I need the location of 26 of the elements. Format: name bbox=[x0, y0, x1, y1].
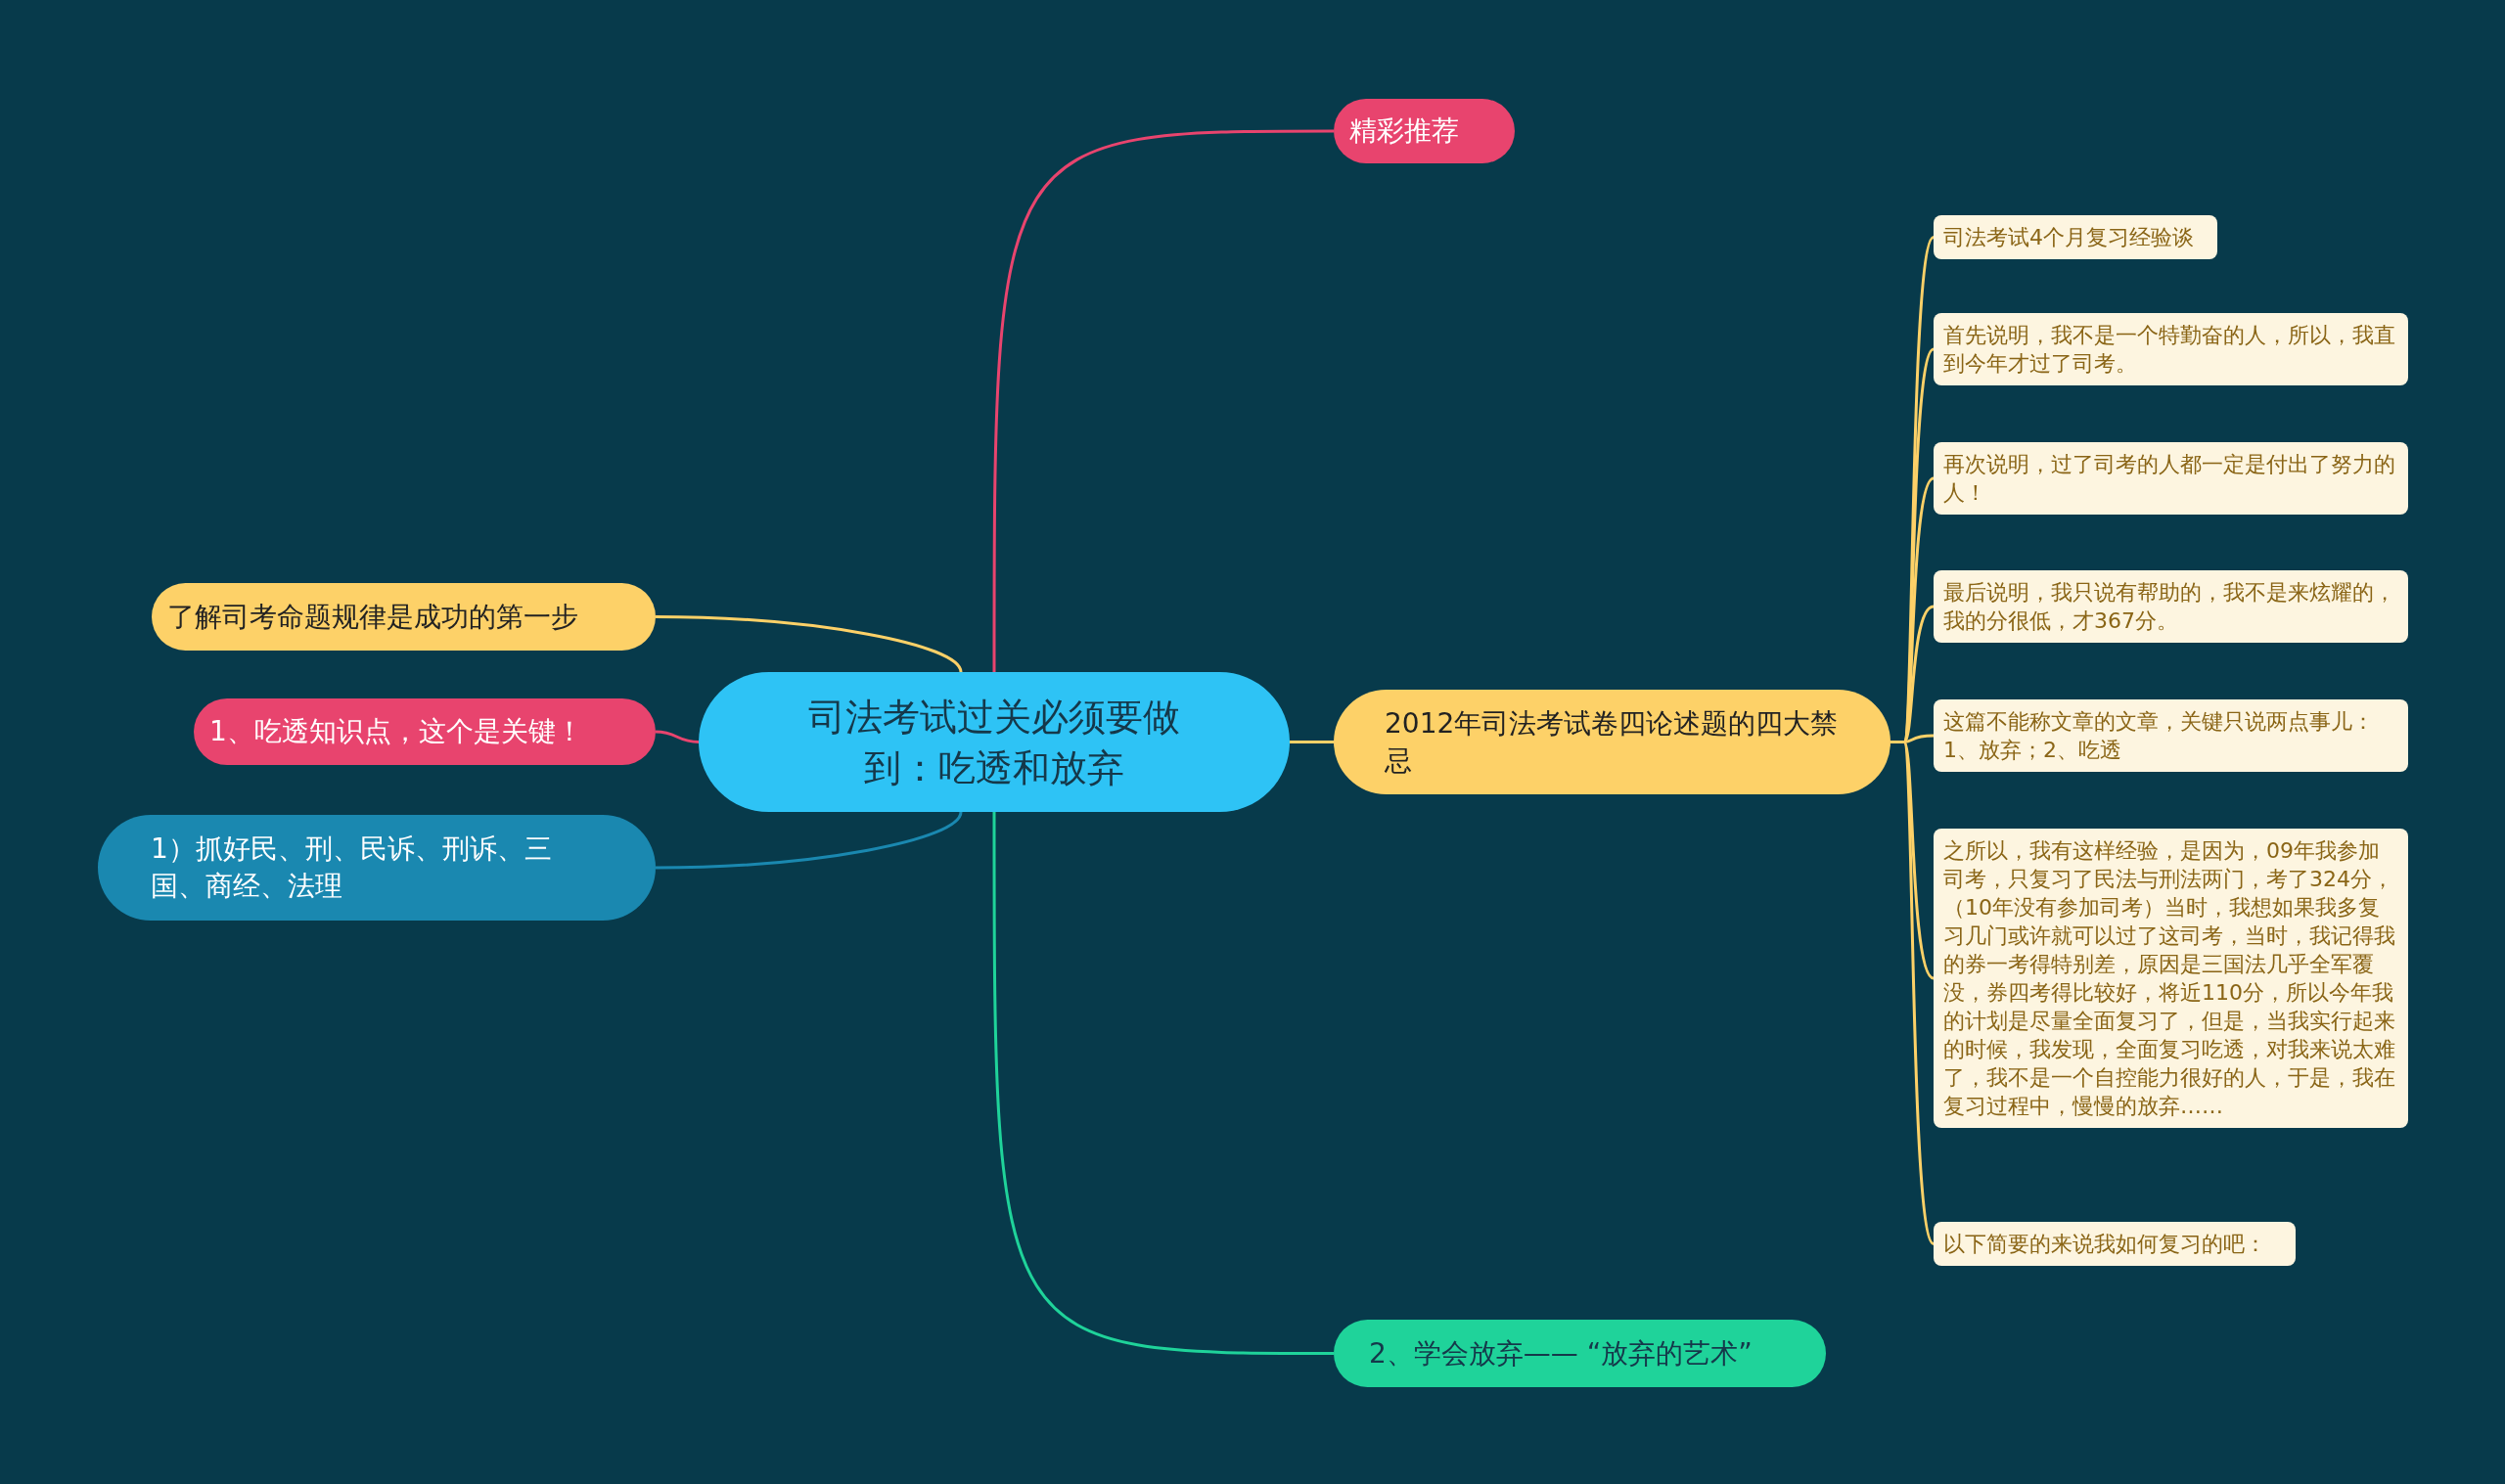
connector-line bbox=[992, 812, 1334, 1355]
node-text: 2012年司法考试卷四论述题的四大禁忌 bbox=[1385, 705, 1840, 779]
note-card bbox=[1934, 313, 2408, 385]
node-text: 1、吃透知识点，这个是关键！ bbox=[209, 714, 583, 749]
node-text: 1）抓好民、刑、民诉、刑诉、三国、商经、法理 bbox=[151, 832, 553, 904]
note-card bbox=[1934, 699, 2408, 772]
node-text: 这篇不能称文章的文章，关键只说两点事儿：1、放弃；2、吃透 bbox=[1943, 708, 2375, 764]
node-text: 司法考试4个月复习经验谈 bbox=[1943, 224, 2194, 251]
node-text: 2、学会放弃—— “放弃的艺术” bbox=[1369, 1335, 1753, 1372]
connector-line bbox=[655, 811, 963, 870]
node-text: 精彩推荐 bbox=[1349, 113, 1459, 149]
connector-line bbox=[655, 730, 700, 743]
connector-line bbox=[655, 615, 963, 673]
node-text: 之所以，我有这样经验，是因为，09年我参加司考，只复习了民法与刑法两门，考了324分，（10年没有参加司考）当时，我想如果我多复习几门或许就可以过了这司考，当时，我记得我的券一考得特别差，原因是三国法几乎全军覆没，券四考得比较好，将近110分，所以今年我的计划是尽量全面复习了，但是，当我实行起来的时候，我发现，全面复习吃透，对我来说太难了，我不是一个自控能力很好的人，于是，我在复习过程中，慢慢的放弃…… bbox=[1943, 837, 2396, 1120]
node-text: 再次说明，过了司考的人都一定是付出了努力的人！ bbox=[1943, 451, 2396, 507]
note-card bbox=[1934, 442, 2408, 515]
node-text: 最后说明，我只说有帮助的，我不是来炫耀的，我的分很低，才367分。 bbox=[1943, 579, 2396, 635]
node-text: 以下简要的来说我如何复习的吧： bbox=[1943, 1231, 2266, 1258]
connector-line bbox=[1290, 741, 1334, 743]
note-card bbox=[1934, 570, 2408, 643]
node-text: 了解司考命题规律是成功的第一步 bbox=[167, 599, 578, 635]
note-card bbox=[1934, 1222, 2296, 1266]
node-text: 首先说明，我不是一个特勤奋的人，所以，我直到今年才过了司考。 bbox=[1943, 322, 2396, 378]
note-card bbox=[1934, 215, 2217, 259]
node-text: 司法考试过关必须要做到：吃透和放弃 bbox=[807, 694, 1181, 791]
connector-line bbox=[992, 129, 1334, 672]
